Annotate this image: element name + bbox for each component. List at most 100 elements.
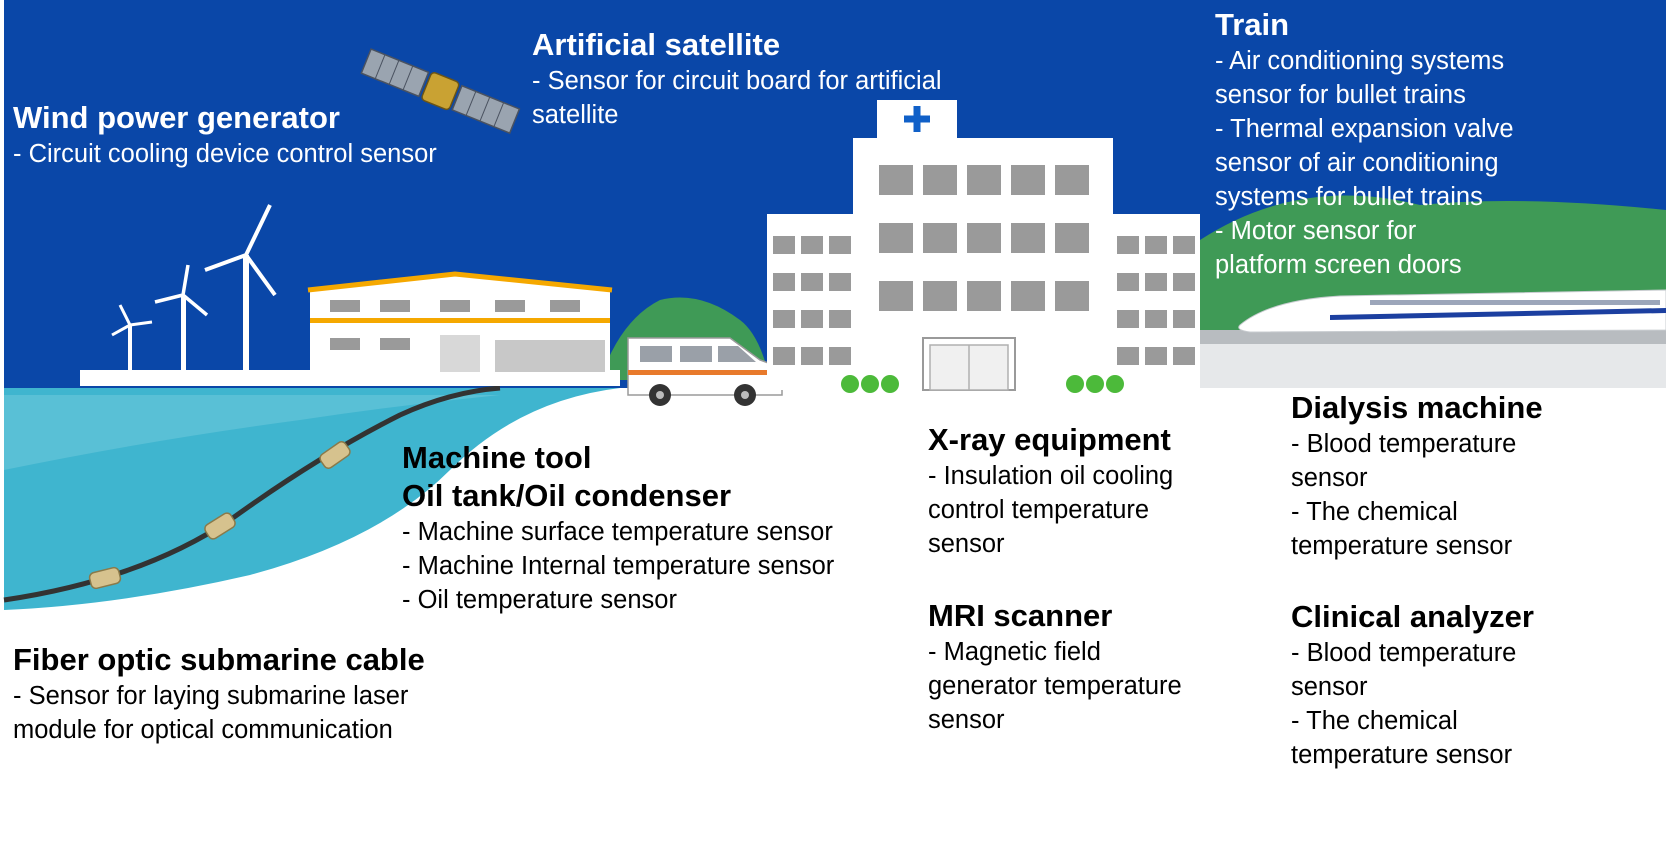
hospital-window [967, 165, 1001, 195]
hospital-window [773, 236, 795, 254]
dialysis-label: Dialysis machine - Blood temperature sen… [1291, 389, 1543, 563]
hospital-window [829, 347, 851, 365]
clinical-label: Clinical analyzer - Blood temperature se… [1291, 598, 1534, 772]
hospital-window [1145, 236, 1167, 254]
machine-item: - Oil temperature sensor [402, 586, 677, 614]
satellite-icon [360, 48, 521, 135]
clinical-item: sensor [1291, 673, 1368, 701]
fiber-title: Fiber optic submarine cable [13, 642, 425, 677]
hospital-window [1145, 347, 1167, 365]
mri-label: MRI scanner - Magnetic field generator t… [928, 597, 1182, 737]
train-title: Train [1215, 7, 1290, 42]
sea [4, 388, 620, 610]
train-item: platform screen doors [1215, 251, 1462, 279]
hospital-window [923, 165, 957, 195]
xray-item: sensor [928, 530, 1005, 558]
dialysis-item: - Blood temperature [1291, 430, 1517, 458]
ground-strip [80, 370, 620, 386]
hospital-window [829, 273, 851, 291]
hospital-window [801, 347, 823, 365]
clinical-item: - The chemical [1291, 707, 1458, 735]
train-item: systems for bullet trains [1215, 183, 1483, 211]
xray-item: control temperature [928, 496, 1150, 524]
wind-label: Wind power generator - Circuit cooling d… [13, 99, 437, 171]
hospital-window [1145, 273, 1167, 291]
train-item: - Motor sensor for [1215, 217, 1417, 245]
fiber-label: Fiber optic submarine cable - Sensor for… [13, 641, 425, 747]
ambulance-icon [627, 337, 783, 406]
hospital-window [773, 310, 795, 328]
hospital-window [1173, 347, 1195, 365]
hospital-window [923, 281, 957, 311]
train-item: sensor for bullet trains [1215, 81, 1466, 109]
hospital-window [879, 223, 913, 253]
clinical-item: - Blood temperature [1291, 639, 1517, 667]
hospital-window [1117, 310, 1139, 328]
hospital-window [1011, 223, 1045, 253]
factory-icon [307, 271, 613, 372]
wind-item: - Circuit cooling device control sensor [13, 140, 437, 168]
machine-subtitle: Oil tank/Oil condenser [402, 478, 732, 513]
hospital-window [773, 347, 795, 365]
train-ground [1200, 344, 1666, 388]
xray-label: X-ray equipment - Insulation oil cooling… [928, 421, 1173, 561]
xray-title: X-ray equipment [928, 422, 1171, 457]
satellite-label: Artificial satellite - Sensor for circui… [532, 26, 942, 132]
dialysis-item: sensor [1291, 464, 1368, 492]
wind-turbine-icon [111, 204, 277, 370]
train-label: Train - Air conditioning systems sensor … [1215, 6, 1514, 282]
hospital-window [967, 223, 1001, 253]
satellite-item: satellite [532, 101, 619, 129]
hospital-window [879, 281, 913, 311]
hospital-window [773, 273, 795, 291]
hospital-window [1173, 273, 1195, 291]
hospital-window [829, 310, 851, 328]
hospital-window [801, 310, 823, 328]
fiber-item: - Sensor for laying submarine laser [13, 682, 409, 710]
clinical-item: temperature sensor [1291, 741, 1513, 769]
mri-item: sensor [928, 706, 1005, 734]
xray-item: - Insulation oil cooling [928, 462, 1174, 490]
hospital-window [1145, 310, 1167, 328]
bullet-train-icon [1238, 289, 1666, 333]
submarine-cable-icon [3, 385, 501, 603]
hospital-window [1055, 281, 1089, 311]
hospital-window [829, 236, 851, 254]
hospital-window [1117, 236, 1139, 254]
hospital-window [967, 281, 1001, 311]
hospital-window [801, 273, 823, 291]
train-item: - Air conditioning systems [1215, 47, 1505, 75]
hospital-window [1173, 236, 1195, 254]
train-item: sensor of air conditioning [1215, 149, 1499, 177]
fiber-item: module for optical communication [13, 716, 393, 744]
clinical-title: Clinical analyzer [1291, 599, 1534, 634]
mri-title: MRI scanner [928, 598, 1113, 633]
dialysis-item: temperature sensor [1291, 532, 1513, 560]
hospital-window [1011, 165, 1045, 195]
mri-item: generator temperature [928, 672, 1182, 700]
machine-title: Machine tool [402, 440, 592, 475]
machine-item: - Machine surface temperature sensor [402, 518, 833, 546]
hospital-window [879, 165, 913, 195]
satellite-item: - Sensor for circuit board for artificia… [532, 67, 942, 95]
machine-label: Machine tool Oil tank/Oil condenser - Ma… [402, 439, 834, 617]
hospital-window [1173, 310, 1195, 328]
mri-item: - Magnetic field [928, 638, 1101, 666]
hospital-window [1117, 347, 1139, 365]
hospital-window [923, 223, 957, 253]
sea-highlight [4, 395, 500, 470]
dialysis-title: Dialysis machine [1291, 390, 1543, 425]
hospital-window [801, 236, 823, 254]
satellite-title: Artificial satellite [532, 27, 781, 62]
hospital-window [1117, 273, 1139, 291]
dialysis-item: - The chemical [1291, 498, 1458, 526]
train-item: - Thermal expansion valve [1215, 115, 1514, 143]
hospital-window [1055, 165, 1089, 195]
hospital-window [1011, 281, 1045, 311]
hospital-icon [767, 100, 1200, 393]
train-embankment [1200, 330, 1666, 344]
machine-item: - Machine Internal temperature sensor [402, 552, 835, 580]
wind-title: Wind power generator [13, 100, 340, 135]
hospital-window [1055, 223, 1089, 253]
